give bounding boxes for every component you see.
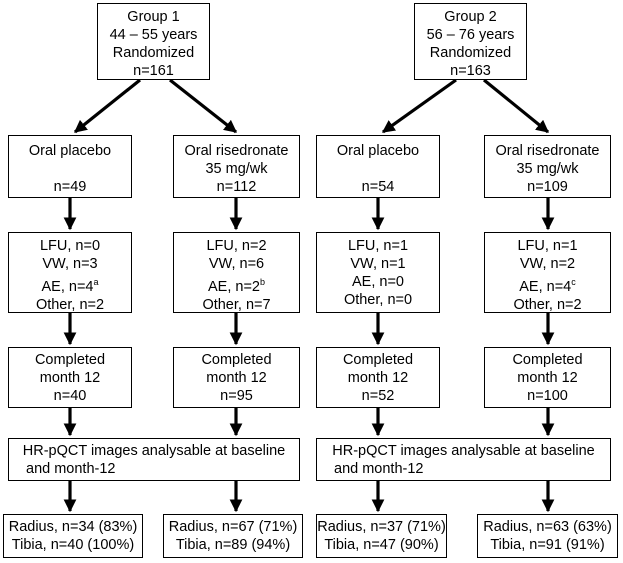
withdrawal-other: Other, n=0: [343, 292, 413, 308]
withdrawal-ae: AE, n=2b: [174, 273, 299, 296]
g2-risedronate-withdrawals-box: LFU, n=1 VW, n=2 AE, n=4c Other, n=2: [484, 232, 611, 313]
hrpqct-line-1: HR-pQCT images analysable at baseline: [22, 443, 286, 459]
withdrawal-lfu: LFU, n=2: [206, 238, 267, 254]
hrpqct-line-2: and month-12: [334, 461, 424, 477]
withdrawal-vw: VW, n=2: [519, 256, 576, 272]
group1-status: Randomized: [112, 45, 195, 61]
treatment-dose: [317, 160, 439, 178]
result-tibia: Tibia, n=89 (94%): [175, 537, 291, 553]
completed-label: Completed: [34, 352, 106, 368]
arrow-g1-to-placebo: [74, 78, 141, 134]
withdrawal-vw: VW, n=1: [350, 256, 406, 272]
g2-risedronate-result-box: Radius, n=63 (63%) Tibia, n=91 (91%): [477, 514, 618, 558]
g1-placebo-completed-box: Completed month 12 n=40: [8, 347, 132, 408]
g2-placebo-box: Oral placebo n=54: [316, 135, 440, 198]
treatment-dose: [9, 160, 131, 178]
treatment-n: n=112: [216, 179, 257, 195]
withdrawal-vw: VW, n=6: [208, 256, 265, 272]
group2-n: n=163: [450, 63, 491, 79]
arrow-g2-to-placebo: [381, 78, 457, 134]
treatment-label: Oral placebo: [28, 143, 112, 159]
arrow-g1-to-risedronate: [169, 78, 238, 134]
footnote-marker: c: [571, 277, 576, 287]
g1-risedronate-completed-box: Completed month 12 n=95: [173, 347, 300, 408]
group1-header-box: Group 1 44 – 55 years Randomized n=161: [97, 3, 210, 80]
treatment-dose: 35 mg/wk: [516, 161, 579, 177]
withdrawal-other: Other, n=7: [202, 296, 271, 313]
g2-hrpqct-box: HR-pQCT images analysable at baseline an…: [316, 438, 611, 481]
result-tibia: Tibia, n=91 (91%): [490, 537, 605, 553]
hrpqct-line-2: and month-12: [26, 461, 116, 477]
group1-title: Group 1: [127, 9, 180, 25]
g2-placebo-result-box: Radius, n=37 (71%) Tibia, n=47 (90%): [316, 514, 447, 558]
treatment-label: Oral placebo: [336, 143, 420, 159]
treatment-n: n=49: [53, 179, 87, 195]
withdrawal-ae: AE, n=4c: [485, 273, 610, 296]
completed-month: month 12: [206, 370, 267, 386]
g1-hrpqct-box: HR-pQCT images analysable at baseline an…: [8, 438, 300, 481]
g1-placebo-withdrawals-box: LFU, n=0 VW, n=3 AE, n=4a Other, n=2: [8, 232, 132, 313]
result-radius: Radius, n=37 (71%): [317, 519, 446, 535]
completed-label: Completed: [201, 352, 272, 368]
group1-age: 44 – 55 years: [109, 27, 198, 43]
result-radius: Radius, n=63 (63%): [483, 519, 612, 535]
completed-n: n=40: [53, 388, 87, 404]
completed-n: n=100: [527, 388, 568, 404]
group2-title: Group 2: [444, 9, 497, 25]
result-radius: Radius, n=34 (83%): [8, 519, 138, 535]
treatment-label: Oral risedronate: [495, 143, 600, 159]
g1-risedronate-box: Oral risedronate 35 mg/wk n=112: [173, 135, 300, 198]
g2-placebo-completed-box: Completed month 12 n=52: [316, 347, 440, 408]
withdrawal-other: Other, n=2: [35, 296, 105, 313]
treatment-label: Oral risedronate: [184, 143, 289, 159]
withdrawal-vw: VW, n=3: [42, 256, 98, 272]
result-radius: Radius, n=67 (71%): [168, 519, 298, 535]
completed-month: month 12: [39, 370, 101, 386]
g2-placebo-withdrawals-box: LFU, n=1 VW, n=1 AE, n=0 Other, n=0: [316, 232, 440, 313]
completed-label: Completed: [342, 352, 414, 368]
g1-placebo-result-box: Radius, n=34 (83%) Tibia, n=40 (100%): [3, 514, 143, 558]
result-tibia: Tibia, n=40 (100%): [11, 537, 135, 553]
footnote-marker: a: [93, 277, 99, 287]
completed-month: month 12: [517, 370, 578, 386]
withdrawal-ae: AE, n=0: [352, 274, 404, 290]
withdrawal-ae-text: AE, n=4: [41, 278, 94, 295]
hrpqct-line-1: HR-pQCT images analysable at baseline: [332, 443, 595, 459]
group1-n: n=161: [133, 63, 174, 79]
treatment-dose: 35 mg/wk: [205, 161, 268, 177]
group2-status: Randomized: [429, 45, 512, 61]
g1-placebo-box: Oral placebo n=49: [8, 135, 132, 198]
group2-header-box: Group 2 56 – 76 years Randomized n=163: [414, 3, 527, 80]
completed-month: month 12: [347, 370, 409, 386]
withdrawal-lfu: LFU, n=1: [347, 238, 409, 254]
withdrawal-ae-text: AE, n=2: [207, 278, 260, 295]
withdrawal-ae-text: AE, n=4: [519, 278, 572, 295]
completed-n: n=95: [220, 388, 253, 404]
group2-age: 56 – 76 years: [426, 27, 515, 43]
withdrawal-lfu: LFU, n=0: [39, 238, 101, 254]
g1-risedronate-withdrawals-box: LFU, n=2 VW, n=6 AE, n=2b Other, n=7: [173, 232, 300, 313]
withdrawal-other: Other, n=2: [513, 296, 582, 313]
withdrawal-lfu: LFU, n=1: [517, 238, 578, 254]
g2-risedronate-completed-box: Completed month 12 n=100: [484, 347, 611, 408]
arrow-g2-to-risedronate: [482, 78, 550, 134]
completed-n: n=52: [361, 388, 395, 404]
treatment-n: n=109: [527, 179, 568, 195]
result-tibia: Tibia, n=47 (90%): [324, 537, 439, 553]
g2-risedronate-box: Oral risedronate 35 mg/wk n=109: [484, 135, 611, 198]
withdrawal-ae: AE, n=4a: [9, 273, 131, 296]
completed-label: Completed: [512, 352, 583, 368]
g1-risedronate-result-box: Radius, n=67 (71%) Tibia, n=89 (94%): [163, 514, 303, 558]
footnote-marker: b: [259, 277, 265, 287]
treatment-n: n=54: [361, 179, 395, 195]
